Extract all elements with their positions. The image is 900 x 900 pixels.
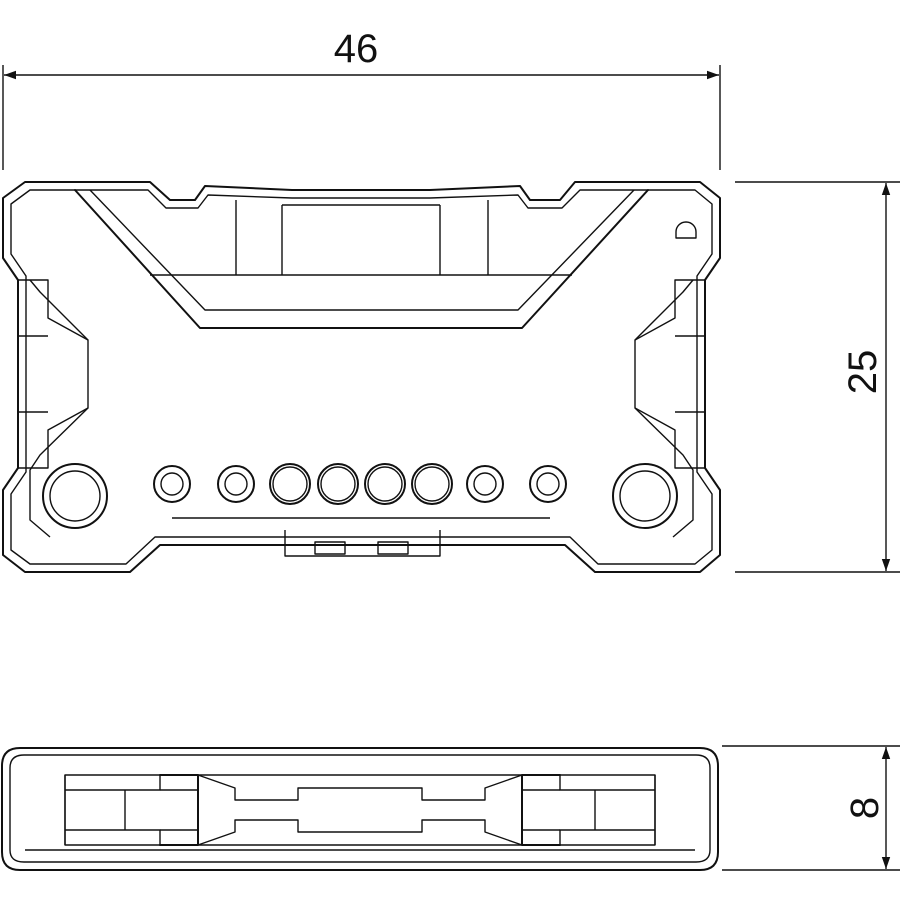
wire-hole-5: [364, 463, 406, 505]
side-view: [1, 747, 719, 871]
mounting-hole-left: [42, 463, 108, 529]
side-right-bevel: [594, 775, 656, 845]
tab-slot-right: [377, 541, 409, 555]
top-view-inner-outline: [10, 189, 713, 565]
central-recess: [74, 189, 649, 329]
right-side-notch: [634, 279, 705, 469]
height-dimension: 25: [735, 181, 900, 573]
wire-hole-7: [466, 465, 504, 503]
mounting-hole-right: [612, 463, 678, 529]
thickness-dimension: 8: [722, 745, 900, 871]
side-view-inner-outline: [9, 754, 711, 863]
side-view-outer-outline: [1, 747, 719, 871]
top-view-outer-outline: [2, 181, 721, 573]
left-upper-contour: [29, 279, 89, 341]
height-label: 25: [841, 350, 885, 395]
side-left-bevel: [64, 775, 126, 845]
tab-slot-left: [314, 541, 346, 555]
wire-hole-8: [529, 465, 567, 503]
bottom-tab: [172, 517, 550, 557]
left-side-notch: [18, 279, 89, 469]
wire-hole-6: [411, 463, 453, 505]
width-dimension: 46: [2, 27, 721, 170]
side-left-clip: [159, 774, 199, 846]
right-lower-contour: [634, 407, 694, 538]
side-middle-lower-rail: [197, 819, 523, 846]
wire-hole-1: [153, 465, 191, 503]
thickness-label: 8: [843, 797, 887, 819]
wire-hole-3: [269, 463, 311, 505]
side-left-clip-inner: [160, 789, 198, 831]
wire-hole-2: [217, 465, 255, 503]
side-middle-upper-rail: [197, 774, 523, 801]
top-right-notch: [675, 221, 697, 239]
side-right-clip: [521, 774, 561, 846]
central-recess-inner: [89, 189, 635, 311]
top-view: [2, 181, 721, 573]
side-right-clip-inner: [522, 789, 560, 831]
wire-hole-4: [317, 463, 359, 505]
right-upper-contour: [634, 279, 694, 341]
left-lower-contour: [29, 407, 89, 538]
side-channel-outline: [64, 774, 656, 846]
width-label: 46: [334, 27, 379, 71]
